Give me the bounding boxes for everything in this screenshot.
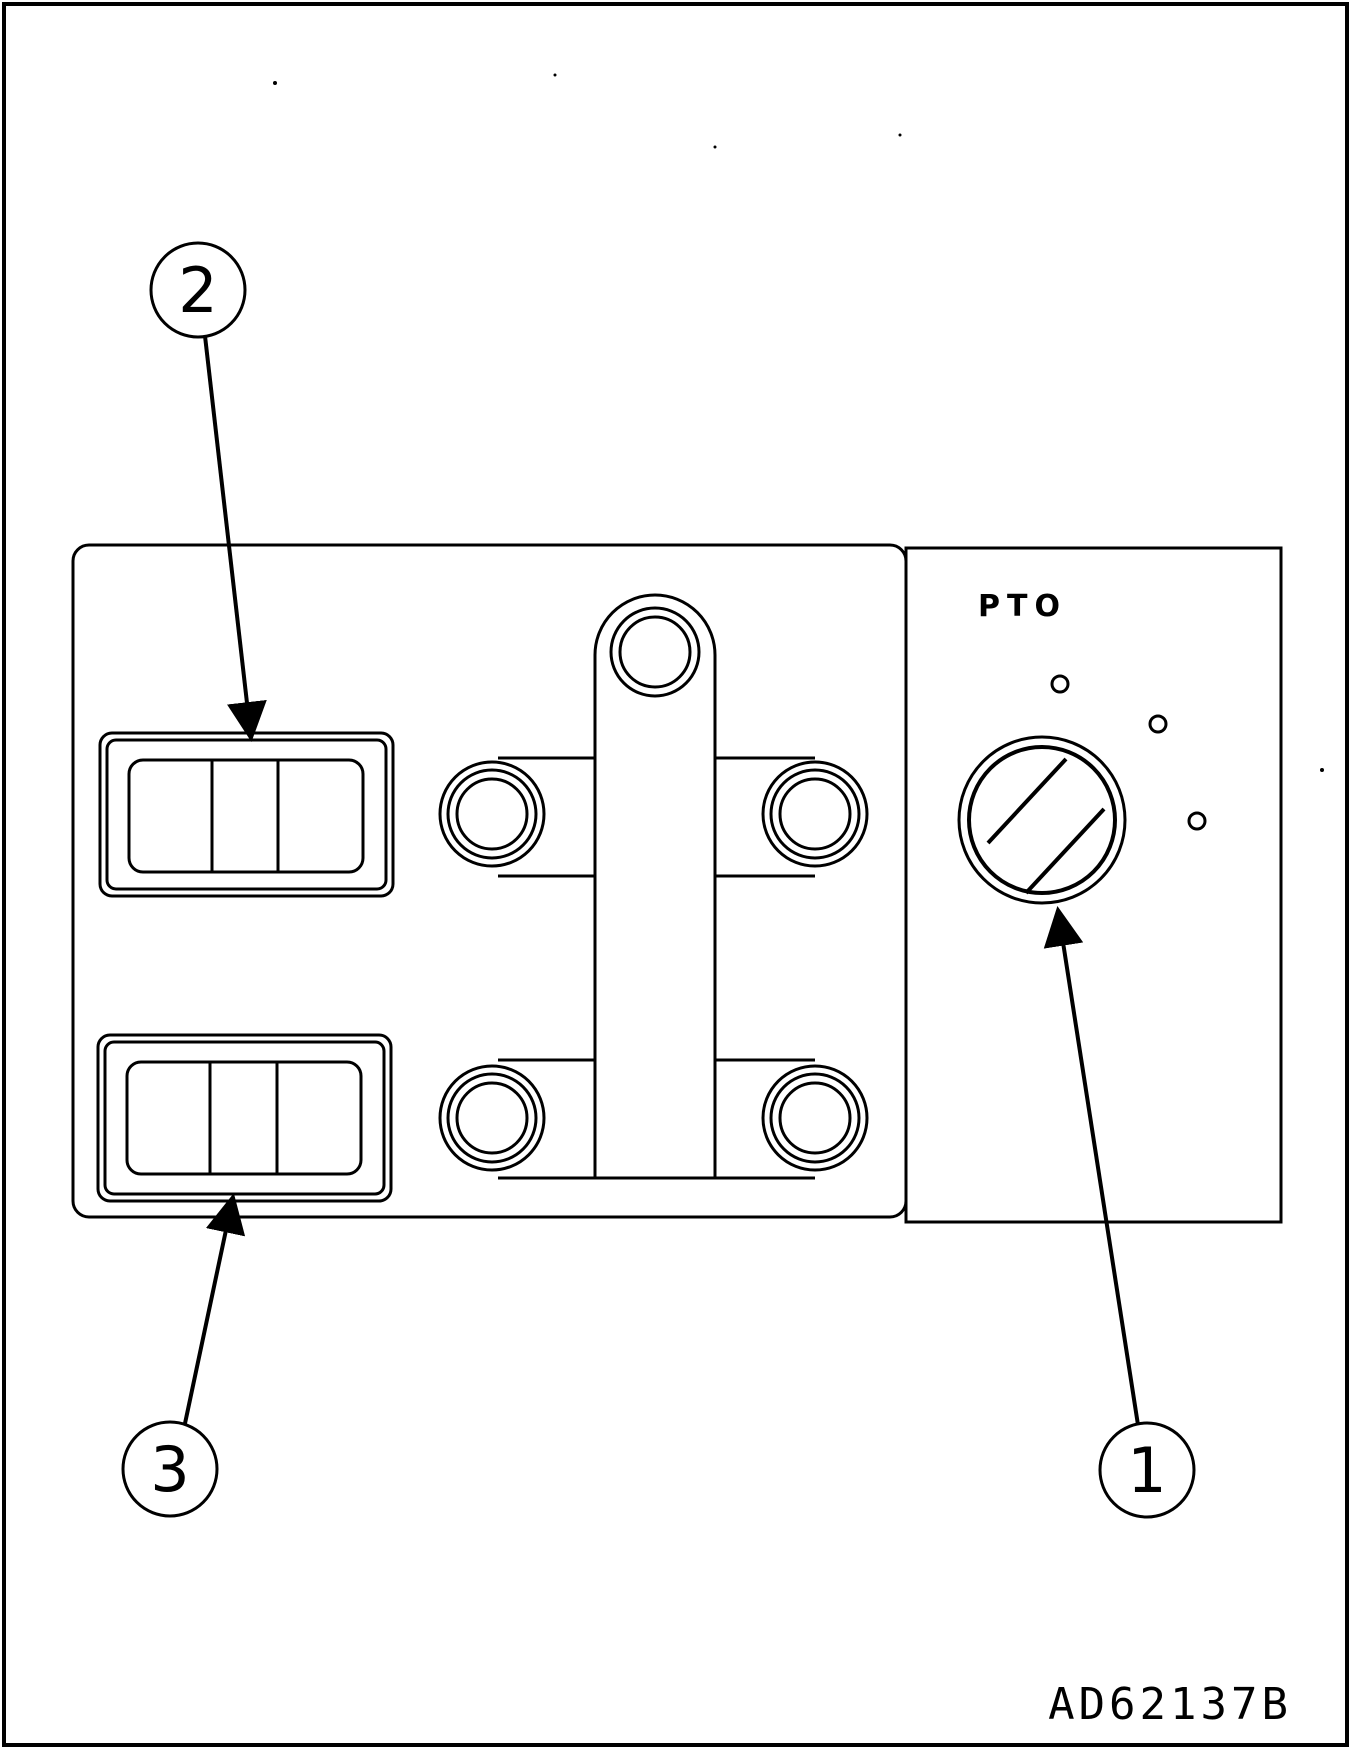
rocker-switch-3[interactable] <box>96 1033 393 1203</box>
pto-position-dot-3 <box>1187 811 1207 831</box>
leader-line-3 <box>178 1193 246 1448</box>
bolt-top <box>609 606 701 698</box>
pto-label: PTO <box>978 589 1067 624</box>
callout-1-number: 1 <box>1127 1434 1166 1507</box>
bolt-lower-right <box>761 1064 869 1172</box>
callout-3-number: 3 <box>150 1433 189 1506</box>
speck <box>553 73 557 77</box>
speck <box>898 133 902 137</box>
leader-line-2 <box>203 335 267 742</box>
callout-1: 1 <box>1098 1421 1196 1519</box>
bolt-upper-right <box>761 760 869 868</box>
speck <box>1320 768 1324 772</box>
bolt-lower-left <box>438 1064 546 1172</box>
callout-2: 2 <box>149 241 247 339</box>
bolt-upper-left <box>438 760 546 868</box>
rocker-switch-2[interactable] <box>98 731 395 898</box>
callout-3: 3 <box>121 1420 219 1518</box>
callout-2-number: 2 <box>178 254 217 327</box>
pto-rotary-knob[interactable] <box>957 735 1127 905</box>
mounting-bracket <box>498 593 815 1180</box>
figure-id: AD62137B <box>1048 1679 1292 1730</box>
right-panel <box>904 546 1283 1224</box>
pto-position-dot-2 <box>1148 714 1168 734</box>
pto-position-dot-1 <box>1050 674 1070 694</box>
speck <box>273 81 277 85</box>
speck <box>713 145 717 149</box>
leader-line-1 <box>1043 906 1140 1426</box>
